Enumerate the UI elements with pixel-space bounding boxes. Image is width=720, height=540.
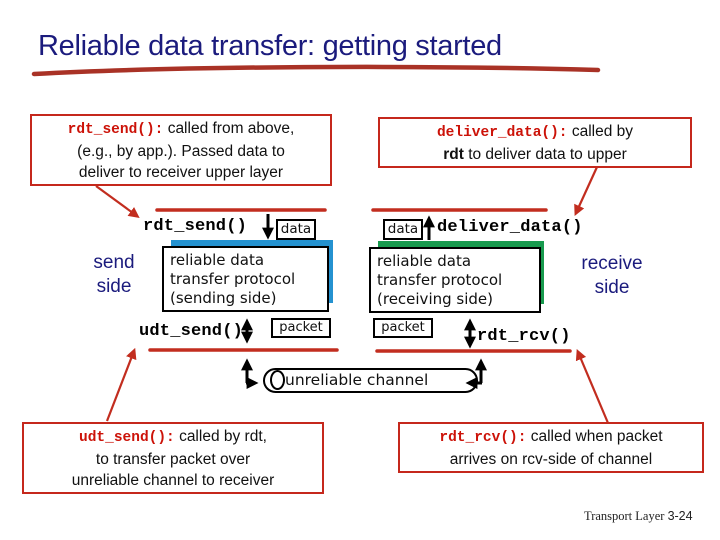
page-title: Reliable data transfer: getting started [38, 30, 502, 62]
callout-text: called when packet [530, 428, 663, 445]
callout-text: to deliver data to upper [468, 146, 627, 163]
side-label-line: receive [581, 253, 643, 274]
footer-label: Transport Layer [584, 509, 665, 523]
protocol-box-line: reliable data [170, 251, 265, 269]
data-box-send: data [276, 219, 316, 240]
api-label-rdt-rcv: rdt_rcv() [477, 327, 571, 346]
side-label-line: send [93, 252, 135, 273]
slide-footer: Transport Layer 3-24 [584, 509, 693, 524]
side-label-line: side [594, 277, 630, 298]
pointer-arrow-udt-send [105, 347, 137, 422]
api-label-deliver-data: deliver_data() [437, 218, 583, 237]
data-box-receive: data [383, 219, 423, 240]
callout-deliver-data: deliver_data(): called by rdt to deliver… [378, 117, 692, 168]
callout-text: called by rdt, [179, 428, 267, 445]
send-protocol-box: reliable data transfer protocol (sending… [162, 246, 329, 312]
function-name-rdt-send: rdt_send(): [67, 122, 164, 138]
callout-line: rdt_send(): called from above, [34, 118, 328, 141]
callout-line: deliver_data(): called by [382, 121, 688, 144]
protocol-box-line: reliable data [377, 252, 472, 270]
side-label-line: side [96, 276, 132, 297]
callout-line: arrives on rcv-side of channel [449, 451, 653, 468]
protocol-box-line: (sending side) [170, 289, 277, 307]
protocol-box-line: transfer protocol [170, 270, 296, 288]
callout-udt-send: udt_send(): called by rdt, to transfer p… [22, 422, 324, 494]
pointer-arrow-deliver-data [574, 166, 599, 217]
callout-bold-word: rdt [443, 146, 464, 163]
title-underline [31, 64, 601, 77]
callout-rdt-send: rdt_send(): called from above, (e.g., by… [30, 114, 332, 186]
api-label-udt-send: udt_send() [139, 322, 244, 341]
function-name-deliver-data: deliver_data(): [436, 125, 568, 141]
callout-line: rdt to deliver data to upper [382, 144, 688, 165]
function-name-udt-send: udt_send(): [79, 430, 175, 446]
callout-line: udt_send(): called by rdt, [26, 426, 320, 449]
function-name-rdt-rcv: rdt_rcv(): [439, 430, 527, 446]
callout-line: (e.g., by app.). Passed data to [77, 143, 285, 160]
pointer-arrow-rdt-send [95, 185, 140, 218]
callout-line: rdt_rcv(): called when packet [402, 426, 700, 449]
unreliable-channel-box: unreliable channel [263, 368, 478, 393]
callout-text: called from above, [167, 120, 295, 137]
receive-protocol-box: reliable data transfer protocol (receivi… [369, 247, 541, 313]
callout-line: unreliable channel to receiver [71, 472, 275, 489]
packet-box-send: packet [271, 318, 331, 338]
api-label-rdt-send: rdt_send() [143, 217, 248, 236]
callout-text: called by [571, 123, 634, 140]
callout-line: deliver to receiver upper layer [78, 164, 284, 181]
footer-page-number: 3-24 [667, 509, 693, 523]
receive-side-label: receive side [563, 252, 661, 300]
cylinder-cap [270, 370, 285, 390]
pointer-arrow-rdt-rcv [575, 348, 610, 424]
callout-line: to transfer packet over [95, 451, 251, 468]
channel-label: unreliable channel [285, 371, 429, 389]
packet-box-receive: packet [373, 318, 433, 338]
protocol-box-line: transfer protocol [377, 271, 503, 289]
protocol-box-line: (receiving side) [377, 290, 493, 308]
send-side-label: send side [72, 251, 156, 299]
callout-rdt-rcv: rdt_rcv(): called when packet arrives on… [398, 422, 704, 473]
